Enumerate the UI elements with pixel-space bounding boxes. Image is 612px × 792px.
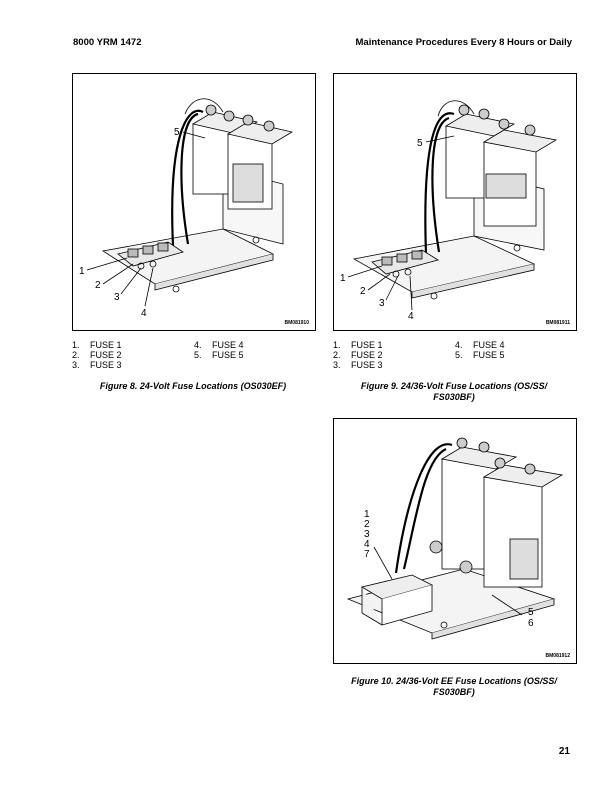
legend-item: 5.FUSE 5 [194,350,244,361]
legend-item: 1.FUSE 1 [72,340,122,350]
figure-9-code: BM081911 [545,320,570,326]
figure-8-legend-col2: 4.FUSE 4 5.FUSE 5 [194,340,244,360]
figure-10-callout-7: 7 [364,549,370,560]
figure-10-callout-6: 6 [528,618,534,629]
figure-8-callout-3: 3 [114,292,120,303]
figure-9-caption: Figure 9. 24/36-Volt Fuse Locations (OS/… [333,381,575,403]
figure-8-illustration: 5 1 2 3 4 BM081910 [72,73,316,331]
figure-10-code: BM081912 [545,653,570,659]
figure-8-legend: 1.FUSE 1 2.FUSE 2 3.FUSE 3 [72,340,122,371]
figure-9-caption-line-2: FS030BF) [433,392,475,402]
figure-8-callout-1: 1 [79,266,85,277]
figure-10-caption: Figure 10. 24/36-Volt EE Fuse Locations … [333,676,575,698]
header-manual-number: 8000 YRM 1472 [73,37,142,48]
header-section-title: Maintenance Procedures Every 8 Hours or … [355,37,572,48]
figure-9-legend-col2: 4.FUSE 4 5.FUSE 5 [455,340,505,360]
figure-9-illustration: 5 1 2 3 4 BM081911 [333,73,577,331]
figure-9-callout-3: 3 [379,298,385,309]
figure-10-drawing: 1 2 3 4 7 5 6 [346,437,564,640]
figure-10-callout-4: 4 [364,539,370,550]
figure-9-legend: 1.FUSE 1 2.FUSE 2 3.FUSE 3 [333,340,383,371]
figure-10-callout-2: 2 [364,519,370,530]
figure-9-callout-5: 5 [417,138,423,149]
figure-9-callout-2: 2 [360,286,366,297]
figure-9-drawing: 5 1 2 3 4 [340,100,558,322]
figure-10-callout-3: 3 [364,529,370,540]
legend-item: 1.FUSE 1 [333,340,383,350]
legend-item: 5.FUSE 5 [455,350,505,361]
legend-item: 4.FUSE 4 [455,340,505,350]
legend-item: 4.FUSE 4 [194,340,244,350]
figure-8-drawing: 5 1 2 3 4 [79,98,294,319]
figure-8-callout-5: 5 [174,127,180,138]
figure-8-code: BM081910 [284,320,309,326]
legend-item: 2.FUSE 2 [72,350,122,361]
legend-item: 3.FUSE 3 [72,360,122,371]
page-number: 21 [558,746,570,757]
figure-8-caption: Figure 8. 24-Volt Fuse Locations (OS030E… [99,381,287,391]
figure-9-callout-1: 1 [340,273,346,284]
figure-8-callout-2: 2 [95,280,101,291]
figure-9-callout-4: 4 [408,311,414,322]
figure-8-callout-4: 4 [141,308,147,319]
figure-10-caption-line-1: Figure 10. 24/36-Volt EE Fuse Locations … [351,676,557,686]
legend-item: 2.FUSE 2 [333,350,383,361]
figure-10-illustration: 1 2 3 4 7 5 6 BM081912 [333,418,577,664]
figure-9-caption-line-1: Figure 9. 24/36-Volt Fuse Locations (OS/… [360,381,548,391]
figure-10-callout-5: 5 [528,607,534,618]
legend-item: 3.FUSE 3 [333,360,383,371]
figure-10-caption-line-2: FS030BF) [433,687,475,697]
figure-10-callout-1: 1 [364,509,370,520]
